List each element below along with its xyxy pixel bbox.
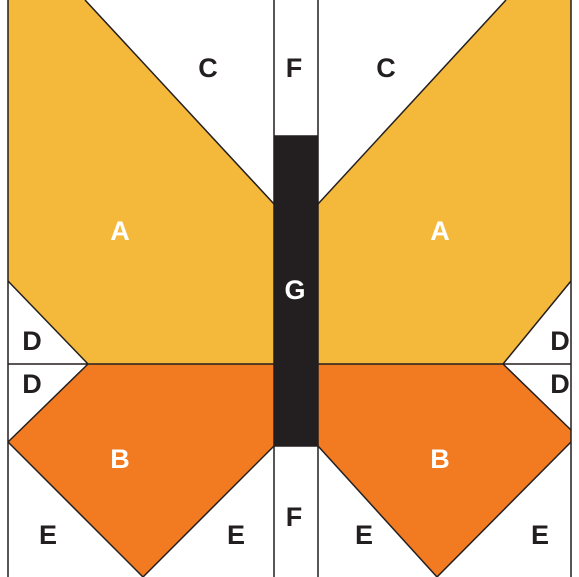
label-f-top: F <box>286 53 303 83</box>
label-a-right: A <box>430 216 450 246</box>
label-d-upper-right: D <box>550 326 570 356</box>
label-b-left: B <box>110 444 130 474</box>
label-d-upper-left: D <box>22 326 42 356</box>
label-g-body: G <box>284 275 305 305</box>
label-d-lower-left: D <box>22 369 42 399</box>
label-f-bottom: F <box>286 502 303 532</box>
label-c-left: C <box>198 53 218 83</box>
label-c-right: C <box>376 53 396 83</box>
label-e-left-inner: E <box>227 520 245 550</box>
label-a-left: A <box>110 216 130 246</box>
label-d-lower-right: D <box>550 369 570 399</box>
label-e-right-outer: E <box>531 520 549 550</box>
label-b-right: B <box>430 444 450 474</box>
label-e-left-outer: E <box>39 520 57 550</box>
label-e-right-inner: E <box>355 520 373 550</box>
